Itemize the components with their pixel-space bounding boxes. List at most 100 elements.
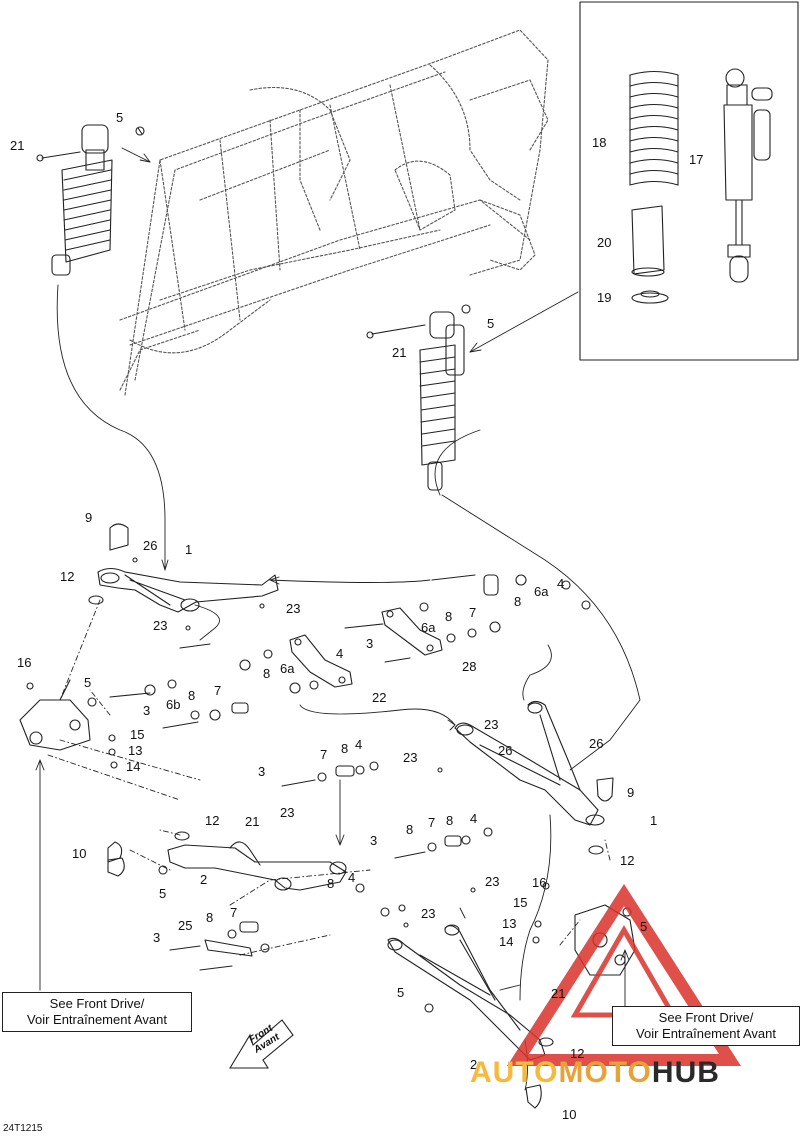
inset-box (579, 1, 799, 361)
callout-6a: 6a (534, 584, 549, 599)
see-front-drive-note-right: See Front Drive/ Voir Entraînement Avant (612, 1006, 800, 1046)
note-line-2: Voir Entraînement Avant (27, 1012, 167, 1027)
lower-a-arm-right (387, 924, 546, 1109)
callout-13: 13 (128, 743, 143, 758)
front-direction-arrow (229, 1019, 294, 1069)
watermark-part-3: HUB (651, 1056, 720, 1089)
callout-5: 5 (640, 919, 648, 934)
callout-1: 1 (650, 813, 658, 828)
callout-22: 22 (372, 690, 387, 705)
callout-12: 12 (620, 853, 635, 868)
bushing-stack-5 (169, 883, 406, 971)
callout-8: 8 (206, 910, 214, 925)
stabilizer-link-25 (204, 939, 253, 957)
callout-1: 1 (185, 542, 193, 557)
callout-7: 7 (230, 905, 238, 920)
callout-9: 9 (627, 785, 635, 800)
callout-2: 2 (200, 872, 208, 887)
small-hardware (26, 557, 632, 1047)
callout-23: 23 (484, 717, 499, 732)
watermark-part-1: AUTO (470, 1056, 559, 1089)
inset-spring-seat (631, 290, 669, 304)
left-knuckle (19, 679, 91, 751)
callout-17: 17 (689, 152, 704, 167)
callout-21: 21 (392, 345, 407, 360)
callout-15: 15 (130, 727, 145, 742)
callout-26: 26 (498, 743, 513, 758)
callout-6a: 6a (280, 661, 295, 676)
callout-23: 23 (485, 874, 500, 889)
see-front-drive-note-left: See Front Drive/ Voir Entraînement Avant (2, 992, 192, 1032)
bushing-stack-3 (109, 643, 319, 729)
callout-14: 14 (499, 934, 514, 949)
callout-8: 8 (446, 813, 454, 828)
callout-25: 25 (178, 918, 193, 933)
callout-12: 12 (60, 569, 75, 584)
vehicle-frame (119, 29, 549, 396)
inset-spring (629, 70, 679, 186)
callout-12: 12 (205, 813, 220, 828)
bushing-stack-4 (281, 761, 493, 859)
callout-6a: 6a (421, 620, 436, 635)
callout-8: 8 (445, 609, 453, 624)
callout-23: 23 (286, 601, 301, 616)
bushing-stack-2 (344, 602, 501, 663)
callout-8: 8 (188, 688, 196, 703)
callout-21: 21 (551, 986, 566, 1001)
callout-8: 8 (514, 594, 522, 609)
callout-4: 4 (355, 737, 363, 752)
callout-8: 8 (406, 822, 414, 837)
note-line-1: See Front Drive/ (658, 1010, 754, 1025)
callout-5: 5 (159, 886, 167, 901)
callout-3: 3 (370, 833, 378, 848)
callout-4: 4 (348, 870, 356, 885)
callout-26: 26 (143, 538, 158, 553)
callout-20: 20 (597, 235, 612, 250)
stabilizer-link-22 (289, 634, 353, 688)
callout-10: 10 (562, 1107, 577, 1122)
callout-7: 7 (214, 683, 222, 698)
callout-5: 5 (116, 110, 124, 125)
right-shock-absorber (366, 304, 471, 491)
callout-28: 28 (462, 659, 477, 674)
callout-8: 8 (341, 741, 349, 756)
callout-5: 5 (397, 985, 405, 1000)
callout-7: 7 (320, 747, 328, 762)
callout-12: 12 (570, 1046, 585, 1061)
callout-26: 26 (589, 736, 604, 751)
callout-5: 5 (84, 675, 92, 690)
left-shock-absorber (36, 124, 145, 276)
leader-lines (35, 147, 641, 1091)
callout-10: 10 (72, 846, 87, 861)
note-line-2: Voir Entraînement Avant (636, 1026, 776, 1041)
callout-16: 16 (17, 655, 32, 670)
watermark-logo: AUTOMOTOHUB (470, 1056, 720, 1090)
callout-3: 3 (366, 636, 374, 651)
diagram-reference-code: 24T1215 (3, 1123, 43, 1134)
lower-ball-joint-left (107, 857, 125, 877)
callout-23: 23 (280, 805, 295, 820)
callout-3: 3 (143, 703, 151, 718)
callout-2: 2 (470, 1057, 478, 1072)
callout-21: 21 (245, 814, 260, 829)
callout-16: 16 (532, 875, 547, 890)
inset-damper (723, 68, 773, 283)
inset-spring-sleeve (631, 205, 665, 277)
callout-4: 4 (557, 576, 565, 591)
lower-a-arm-left (107, 841, 347, 891)
callout-8: 8 (263, 666, 271, 681)
upper-a-arm-left (97, 523, 279, 613)
callout-15: 15 (513, 895, 528, 910)
callout-13: 13 (502, 916, 517, 931)
bushing-stack-1 (431, 574, 591, 610)
callout-21: 21 (10, 138, 25, 153)
watermark-part-2: MOTO (558, 1056, 652, 1089)
callout-8: 8 (327, 876, 335, 891)
callout-14: 14 (126, 759, 141, 774)
callout-5: 5 (487, 316, 495, 331)
note-line-1: See Front Drive/ (49, 996, 145, 1011)
callout-7: 7 (428, 815, 436, 830)
callout-3: 3 (258, 764, 266, 779)
callout-23: 23 (153, 618, 168, 633)
